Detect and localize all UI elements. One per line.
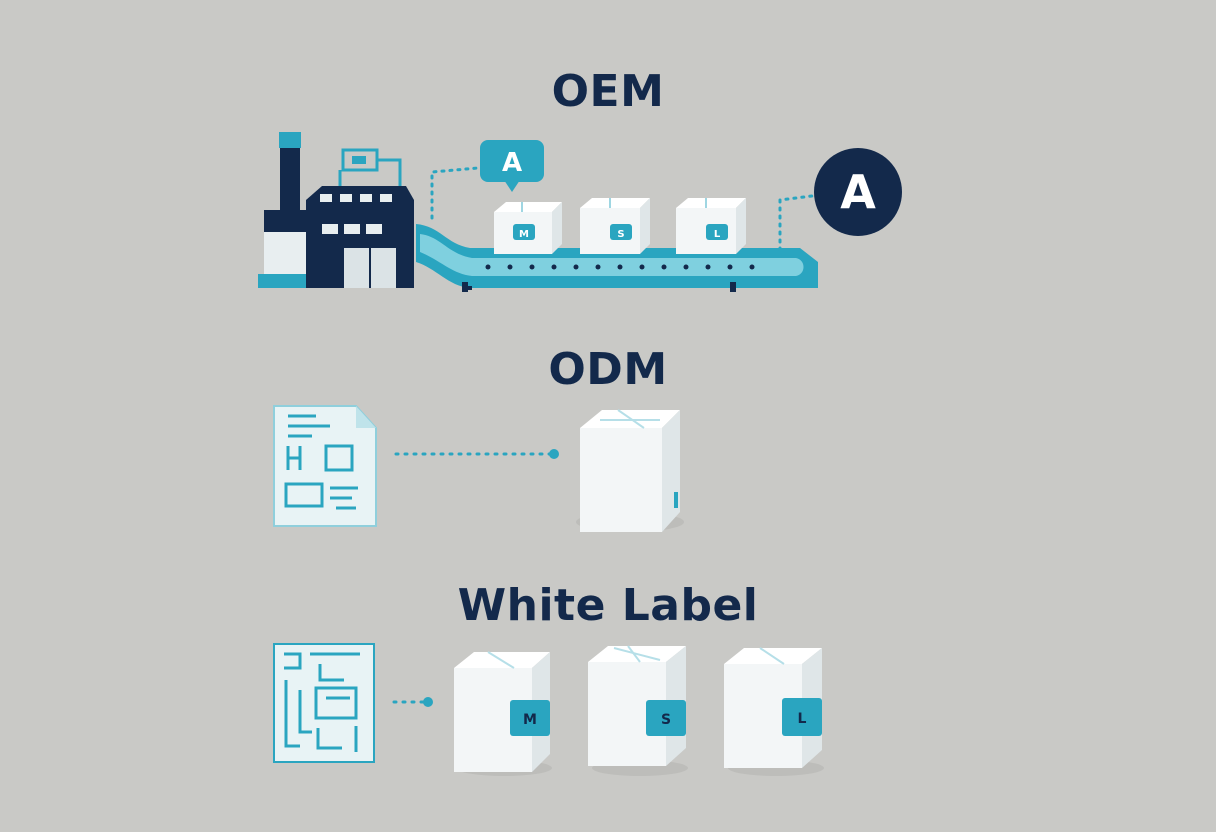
factory-icon [258,132,414,288]
odm-title: ODM [548,344,668,395]
oem-title: OEM [551,66,665,117]
white-label-box-m [454,651,552,776]
blueprint-document-icon [273,405,377,527]
white-label-box-s [588,645,688,776]
connector-dot [423,697,433,707]
bubble-letter: A [502,148,522,178]
product-box-m [494,202,562,254]
box-label-s: S [661,712,671,728]
connector-dot [549,449,559,459]
box-label-l: L [714,229,721,240]
dotted-connector [778,194,814,252]
conveyor-belt [416,224,818,292]
brand-logo-icon [814,148,902,236]
blueprint-document-icon [273,643,375,763]
white-label-box-l [724,647,824,776]
white-label-title: White Label [457,580,759,631]
brand-letter: A [840,165,876,219]
product-box-l [676,198,746,254]
speech-bubble-icon [480,140,544,192]
box-label-m: M [519,229,529,240]
box-label-s: S [617,229,624,240]
dotted-connector [430,166,480,220]
blank-product-box [576,409,684,532]
box-label-l: L [798,711,807,727]
box-label-m: M [523,712,537,728]
product-box-s [580,198,650,254]
